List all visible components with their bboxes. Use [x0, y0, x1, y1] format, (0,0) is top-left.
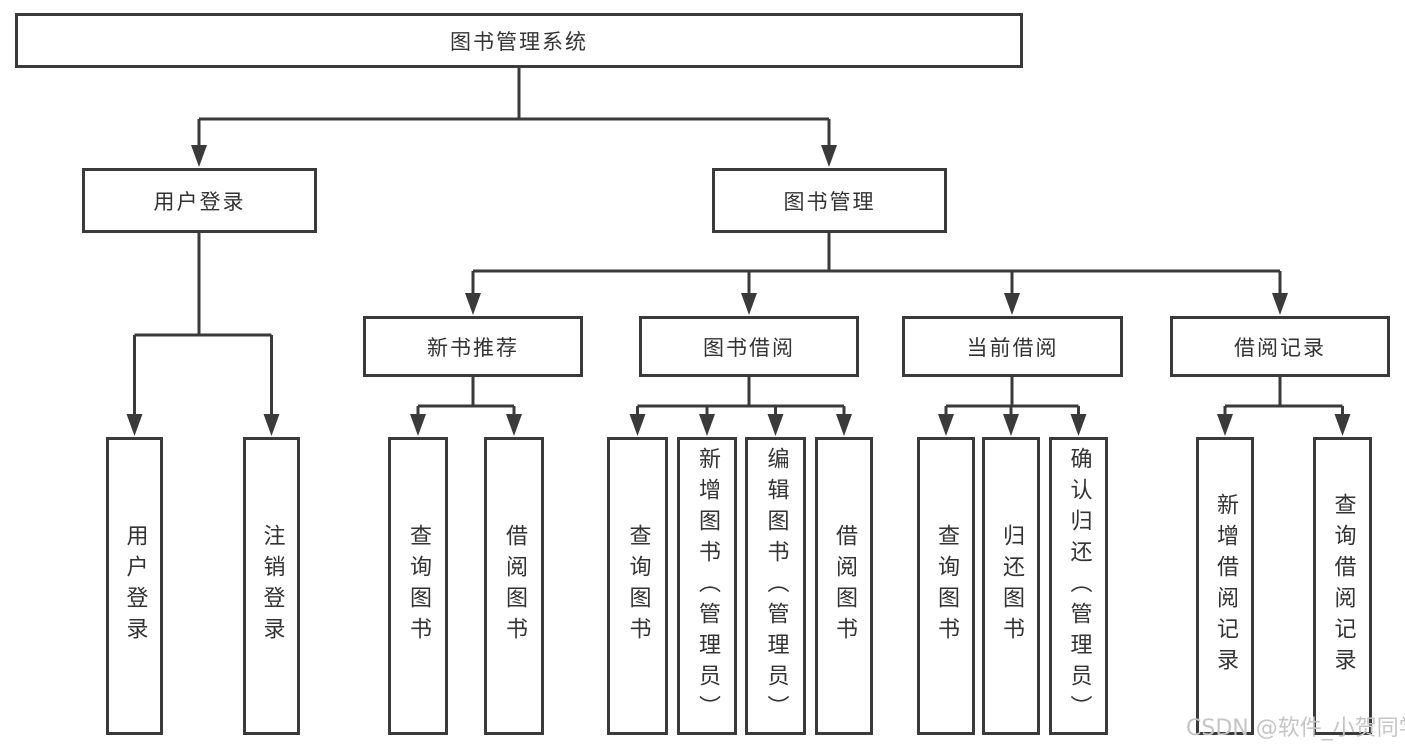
node-label: 归还图书	[999, 524, 1024, 648]
leaf-query-borrow-record: 查询借阅记录	[1313, 437, 1372, 735]
node-label: 查询图书	[625, 524, 651, 648]
node-label: 当前借阅	[966, 335, 1059, 360]
node-user-login: 用户登录	[82, 168, 317, 233]
node-current-borrow: 当前借阅	[902, 316, 1123, 377]
node-new-book-recommend: 新书推荐	[363, 316, 583, 377]
leaf-query-books: 查询图书	[607, 437, 668, 735]
leaf-add-books-admin: 新增图书（管理员）	[677, 437, 737, 735]
node-system-root: 图书管理系统	[15, 13, 1023, 68]
leaf-query-books: 查询图书	[388, 437, 448, 735]
arrowhead	[465, 293, 481, 315]
arrowhead	[1004, 293, 1020, 315]
arrowhead	[699, 414, 715, 436]
arrowheads	[126, 145, 1351, 436]
node-book-borrow: 图书借阅	[639, 316, 859, 377]
arrowhead	[741, 293, 757, 315]
node-label: 图书管理系统	[450, 29, 588, 54]
node-label: 借阅图书	[832, 524, 857, 648]
node-borrow-records: 借阅记录	[1170, 316, 1390, 377]
node-label: 图书管理	[783, 189, 876, 214]
node-label: 用户登录	[122, 524, 148, 648]
node-label: 图书借阅	[703, 335, 795, 360]
arrowhead	[1070, 414, 1087, 436]
node-label: 确认归还（管理员）	[1066, 446, 1092, 726]
arrowhead	[1217, 414, 1233, 436]
arrowhead	[1334, 414, 1351, 436]
arrowhead	[410, 414, 426, 436]
node-label: 查询图书	[934, 524, 959, 648]
leaf-borrow-books: 借阅图书	[815, 437, 873, 735]
leaf-user-login: 用户登录	[106, 437, 163, 735]
node-label: 编辑图书（管理员）	[763, 446, 789, 726]
arrowhead	[629, 414, 646, 436]
leaf-confirm-return-admin: 确认归还（管理员）	[1049, 437, 1108, 735]
arrowhead	[1003, 414, 1019, 436]
arrowhead	[191, 145, 207, 167]
node-label: 借阅记录	[1234, 335, 1326, 360]
leaf-return-books: 归还图书	[982, 437, 1040, 735]
node-label: 新书推荐	[427, 335, 519, 360]
node-label: 查询借阅记录	[1330, 493, 1356, 679]
leaf-add-borrow-record: 新增借阅记录	[1196, 437, 1254, 735]
leaf-logout: 注销登录	[243, 437, 300, 735]
arrowhead	[821, 145, 837, 167]
arrowhead	[263, 414, 280, 436]
arrowhead	[1272, 293, 1288, 315]
node-label: 借阅图书	[502, 524, 527, 648]
arrowhead	[836, 414, 852, 436]
arrowhead	[938, 414, 954, 436]
arrowhead	[506, 414, 522, 436]
leaf-query-books: 查询图书	[917, 437, 975, 735]
leaf-edit-books-admin: 编辑图书（管理员）	[745, 437, 806, 735]
csdn-watermark: CSDN @软件_小贺同学	[1186, 716, 1405, 741]
arrowhead	[126, 414, 143, 436]
node-label: 用户登录	[153, 189, 246, 214]
arrowhead	[767, 414, 784, 436]
node-label: 查询图书	[406, 524, 431, 648]
node-book-management: 图书管理	[712, 168, 947, 233]
node-label: 新增借阅记录	[1213, 493, 1238, 679]
node-label: 注销登录	[259, 524, 285, 648]
node-label: 新增图书（管理员）	[695, 446, 720, 726]
leaf-borrow-books: 借阅图书	[484, 437, 544, 735]
